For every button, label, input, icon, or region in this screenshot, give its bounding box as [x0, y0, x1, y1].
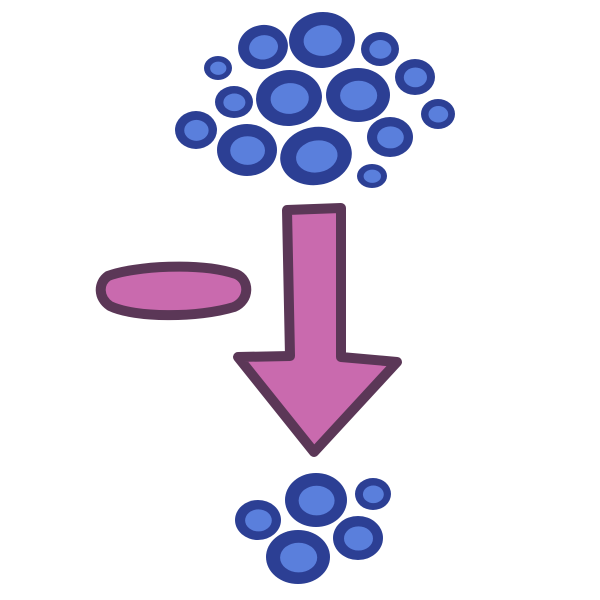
top-cluster-circle [256, 69, 322, 127]
top-cluster-circle [326, 68, 390, 122]
top-cluster-circle [280, 126, 352, 186]
arrow-down-icon [233, 203, 402, 457]
top-cluster-circle-inner [340, 80, 378, 111]
top-cluster-circle-inner [210, 61, 227, 75]
bottom-cluster-circle [333, 516, 383, 560]
top-cluster-circle [357, 164, 387, 188]
bottom-circle-cluster [235, 473, 391, 584]
top-cluster-circle [367, 117, 413, 157]
top-cluster-circle-inner [223, 93, 246, 112]
minus-sign-shape [95, 261, 252, 321]
minus-sign-icon [95, 261, 252, 321]
top-cluster-circle [217, 124, 277, 176]
top-circle-cluster [175, 11, 455, 188]
bottom-cluster-circle-inner [245, 509, 272, 532]
top-cluster-circle [238, 24, 288, 70]
bottom-cluster-circle [355, 478, 391, 510]
top-cluster-circle-inner [184, 119, 209, 141]
top-cluster-circle-inner [249, 35, 279, 60]
top-cluster-circle [361, 32, 399, 66]
arrow-down-shape [233, 203, 402, 457]
top-cluster-circle [204, 56, 232, 80]
top-cluster-circle-inner [428, 106, 449, 123]
top-cluster-circle-inner [377, 126, 404, 149]
top-cluster-circle-inner [230, 136, 265, 165]
top-cluster-circle [395, 59, 435, 95]
top-cluster-circle-inner [270, 83, 309, 114]
top-cluster-circle-inner [369, 39, 392, 59]
top-cluster-circle [421, 99, 455, 129]
top-cluster-circle-inner [296, 140, 338, 173]
top-cluster-circle-inner [363, 169, 381, 183]
top-cluster-circle [175, 111, 217, 149]
top-cluster-circle [289, 11, 355, 69]
bottom-cluster-circle [285, 473, 347, 527]
bottom-cluster-circle-inner [344, 526, 373, 551]
bottom-cluster-circle-inner [298, 485, 335, 516]
bottom-cluster-circle [266, 530, 330, 584]
top-cluster-circle-inner [403, 67, 427, 88]
bottom-cluster-circle [235, 500, 281, 540]
top-cluster-circle [215, 86, 253, 118]
top-cluster-circle-inner [303, 25, 342, 56]
bottom-cluster-circle-inner [280, 542, 318, 573]
bottom-cluster-circle-inner [362, 485, 384, 504]
